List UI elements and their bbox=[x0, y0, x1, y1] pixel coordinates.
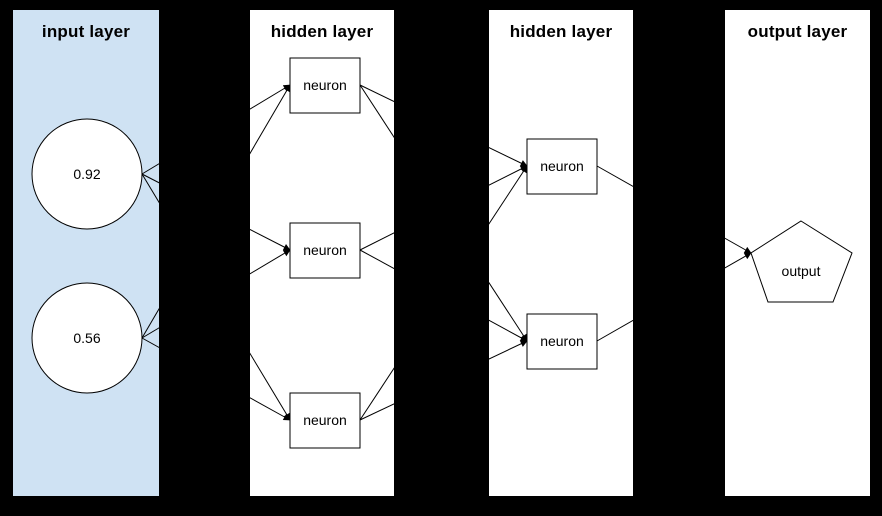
node-h1n1-rect bbox=[289, 57, 361, 114]
input-layer-title: input layer bbox=[41, 22, 131, 41]
node-h1n2-rect bbox=[289, 222, 361, 279]
input2-value-label: 0.56 bbox=[73, 330, 101, 346]
h1-neuron3-label: neuron bbox=[303, 412, 347, 428]
h1-neuron2-label: neuron bbox=[303, 242, 347, 258]
edge-h2n2-out1 bbox=[596, 252, 752, 342]
edge-h1n2-h2n2 bbox=[359, 249, 528, 342]
node-output-pentagon bbox=[750, 220, 853, 303]
input1-value-label: 0.92 bbox=[73, 166, 101, 182]
output-layer-title: output layer bbox=[747, 22, 848, 41]
h2-neuron1-label: neuron bbox=[540, 158, 584, 174]
panel-input-layer: input layer bbox=[13, 10, 159, 496]
edge-input2-h1n3 bbox=[141, 337, 291, 421]
edge-h2n1-out1 bbox=[596, 165, 752, 254]
h2-neuron2-label: neuron bbox=[540, 333, 584, 349]
edge-h1n3-h2n2 bbox=[359, 340, 528, 421]
edge-h1n1-h2n1 bbox=[359, 84, 528, 167]
edge-input2-h1n1 bbox=[141, 84, 291, 339]
edge-input1-h1n3 bbox=[141, 173, 291, 421]
node-h2n1-rect bbox=[526, 138, 598, 195]
edge-h1n2-h2n1 bbox=[359, 165, 528, 251]
panel-hidden-layer-2: hidden layer bbox=[489, 10, 633, 496]
edge-h1n1-h2n2 bbox=[359, 84, 528, 342]
hidden-layer-1-title: hidden layer bbox=[270, 22, 374, 41]
node-h1n3-rect bbox=[289, 392, 361, 449]
node-input2-circle bbox=[31, 282, 143, 394]
edge-h1n3-h2n1 bbox=[359, 165, 528, 421]
output-node-label: output bbox=[781, 263, 821, 279]
edge-input2-h1n2 bbox=[141, 249, 291, 339]
hidden-layer-2-title: hidden layer bbox=[509, 22, 613, 41]
node-input1-circle bbox=[31, 118, 143, 230]
edge-input1-h1n1 bbox=[141, 84, 291, 175]
edge-lines bbox=[141, 84, 752, 421]
h1-neuron1-label: neuron bbox=[303, 77, 347, 93]
node-h2n2-rect bbox=[526, 313, 598, 370]
